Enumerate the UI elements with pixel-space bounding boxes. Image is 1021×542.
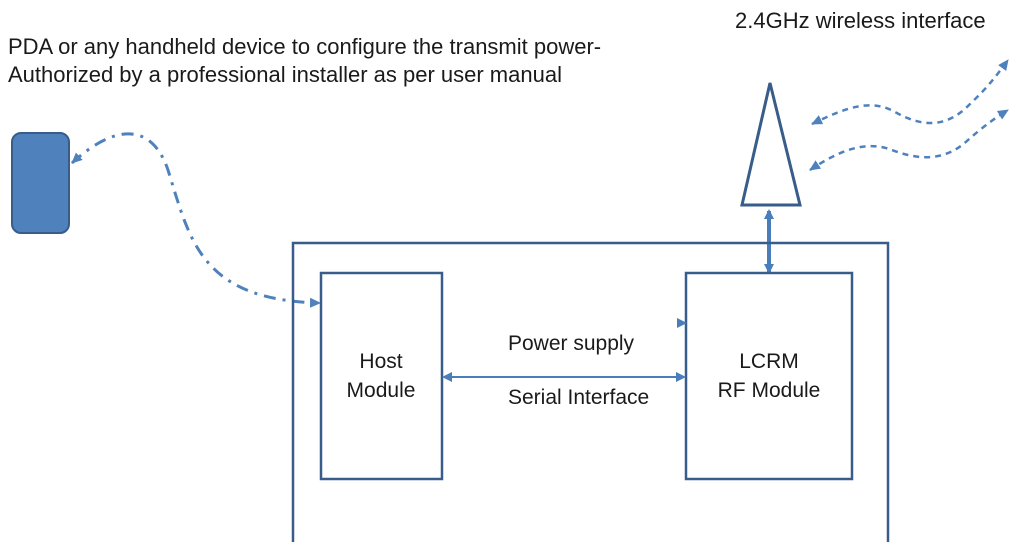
caption-line-2: Authorized by a professional installer a… — [8, 62, 562, 87]
device-to-host-link — [70, 132, 321, 308]
wireless-wave-1 — [811, 59, 1010, 126]
serial-interface-label: Serial Interface — [508, 386, 649, 409]
antenna-icon — [740, 82, 802, 207]
host-module-box — [319, 271, 444, 481]
host-module-label-1: Host — [359, 350, 402, 373]
host-module-label-2: Module — [347, 379, 416, 402]
wireless-wave-2 — [809, 108, 1009, 172]
handheld-device-icon — [11, 132, 70, 234]
rf-module-box — [684, 271, 854, 481]
wireless-interface-label: 2.4GHz wireless interface — [735, 8, 986, 33]
rf-module-label-1: LCRM — [739, 350, 799, 373]
device-enclosure — [291, 241, 890, 542]
caption-line-1: PDA or any handheld device to configure … — [8, 34, 601, 59]
power-supply-label: Power supply — [508, 332, 635, 355]
rf-module-label-2: RF Module — [718, 379, 821, 402]
